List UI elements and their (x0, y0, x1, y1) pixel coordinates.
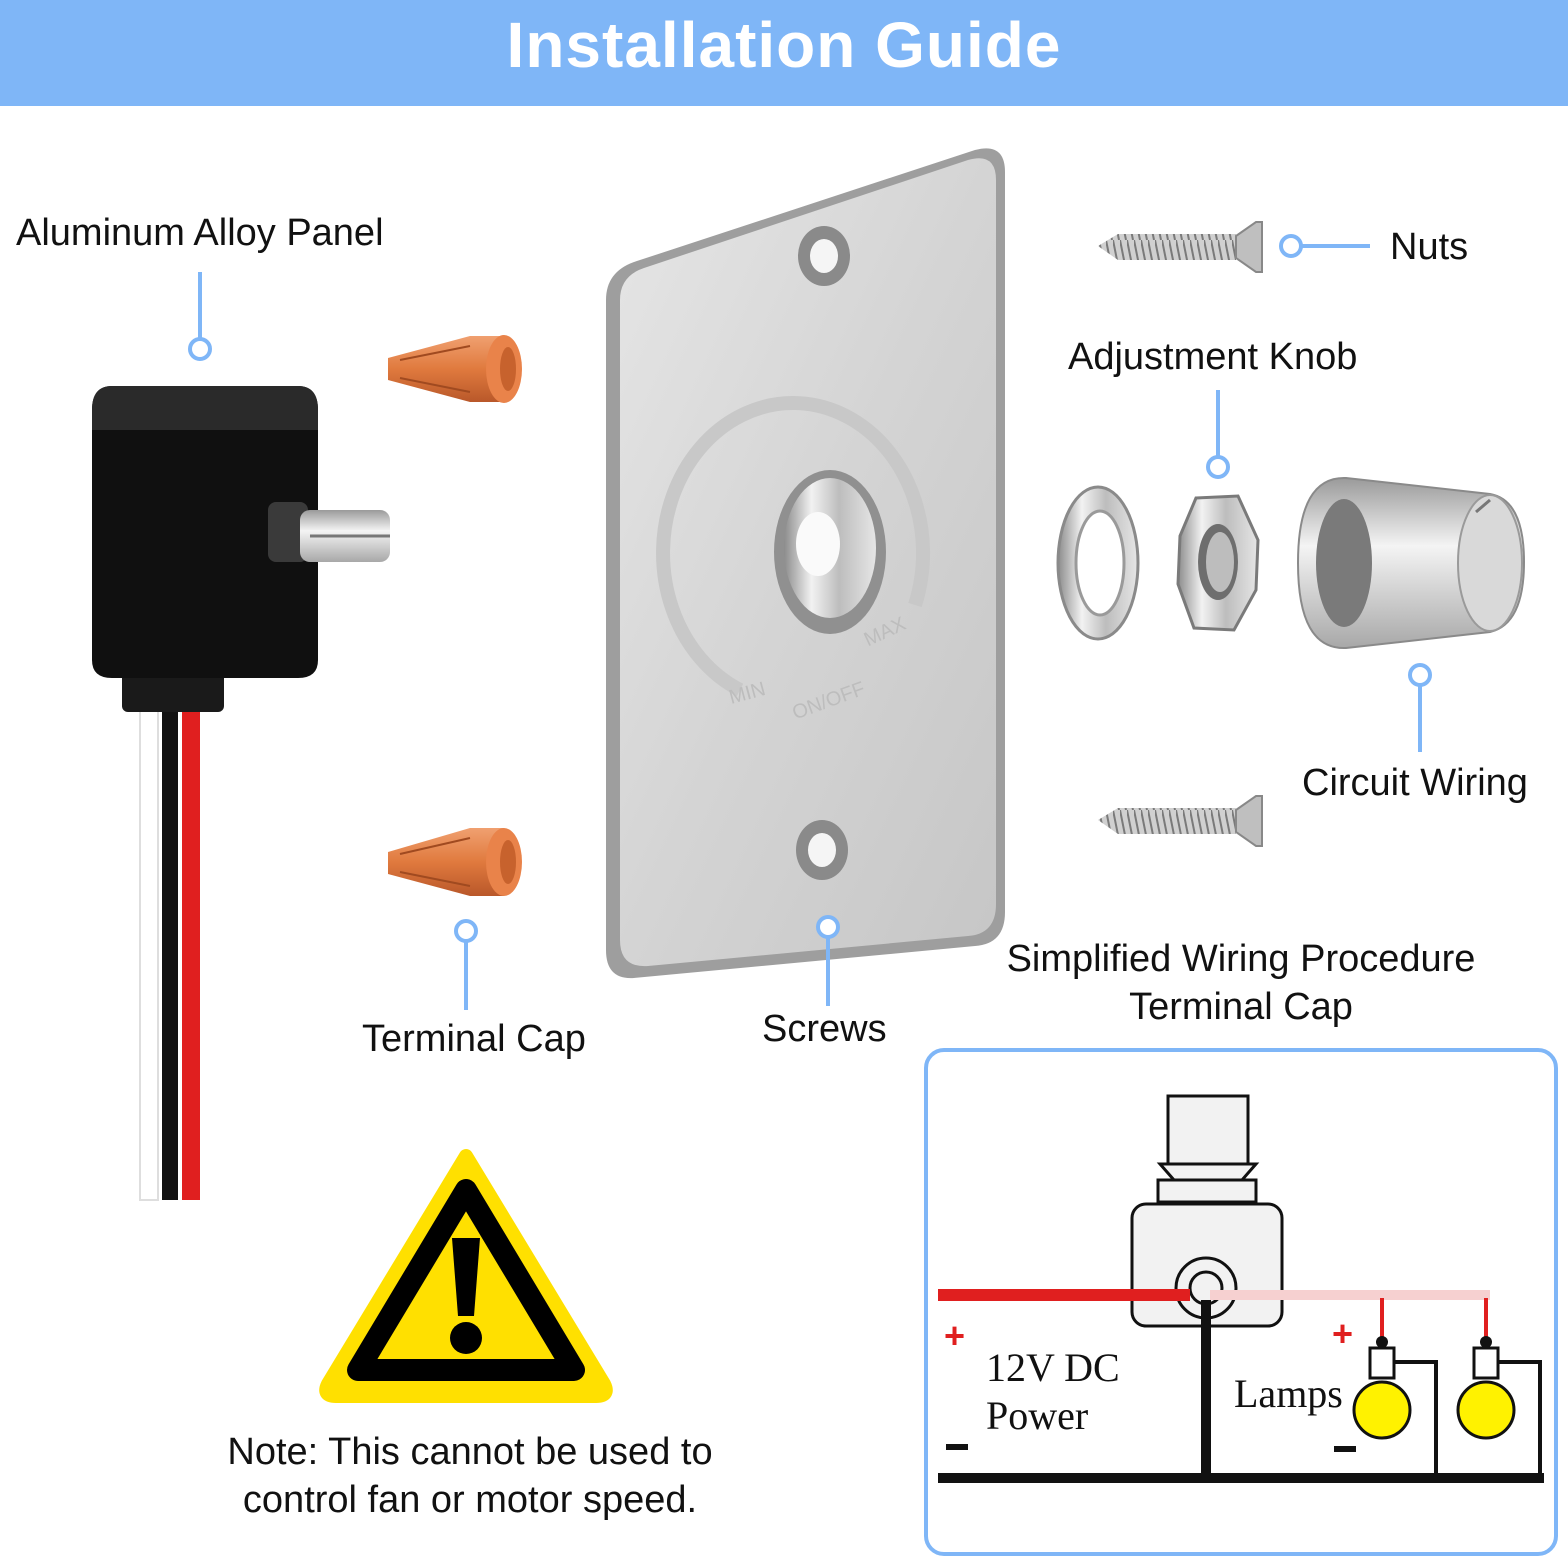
warning-note: Note: This cannot be used to control fan… (170, 1428, 770, 1524)
circuit-leader-dot (1408, 663, 1432, 687)
terminal-cap-top (388, 335, 522, 403)
power-minus-sign (946, 1444, 968, 1450)
power-plus-sign: + (944, 1315, 965, 1356)
terminal-cap-bottom (388, 828, 522, 896)
screws-leader-dot (816, 915, 840, 939)
label-circuit-wiring: Circuit Wiring (1302, 762, 1528, 804)
lamps-plus-sign: + (1332, 1313, 1353, 1354)
warning-note-line2: control fan or motor speed. (242, 1479, 698, 1521)
wiring-title-line2: Terminal Cap (1129, 986, 1353, 1028)
screw-top (1098, 221, 1263, 273)
dial-arc (656, 396, 931, 697)
lamps-minus-sign (1334, 1446, 1356, 1452)
wiring-diagram: + + (924, 1048, 1558, 1556)
lamp-1 (1352, 1298, 1438, 1476)
screw-bottom (1098, 795, 1263, 847)
power-label-line2: Power (986, 1393, 1089, 1438)
washer (1056, 485, 1140, 641)
nuts-leader-dot (1279, 234, 1303, 258)
label-aluminum-alloy-panel: Aluminum Alloy Panel (16, 212, 384, 254)
terminal-cap-leader-dot (454, 919, 478, 943)
knob-leader-dot (1206, 455, 1230, 479)
callout-markers (188, 234, 1432, 1010)
header-banner: Installation Guide (0, 0, 1568, 106)
dimmer-module (92, 386, 390, 1201)
wiring-title-line1: Simplified Wiring Procedure (1006, 938, 1476, 980)
lamps-label: Lamps (1234, 1371, 1343, 1416)
adjustment-knob (1296, 476, 1526, 650)
label-terminal-cap: Terminal Cap (362, 1018, 586, 1060)
schematic-knob (1166, 1094, 1250, 1166)
panel-screw-hole-top (798, 226, 850, 286)
lamp-2 (1456, 1298, 1542, 1476)
hex-nut (1176, 494, 1260, 632)
warning-note-line1: Note: This cannot be used to (227, 1431, 713, 1473)
panel-knob-bushing (774, 470, 886, 634)
panel-leader-dot (188, 337, 212, 361)
page-title: Installation Guide (506, 9, 1062, 81)
power-label-line1: 12V DC (986, 1345, 1120, 1390)
label-screws: Screws (762, 1008, 887, 1050)
label-adjustment-knob: Adjustment Knob (1068, 336, 1358, 378)
aluminum-panel: MIN ON/OFF MAX (606, 148, 1005, 979)
label-nuts: Nuts (1390, 226, 1469, 268)
warning-icon (319, 1149, 613, 1403)
panel-screw-hole-bottom (796, 820, 848, 880)
